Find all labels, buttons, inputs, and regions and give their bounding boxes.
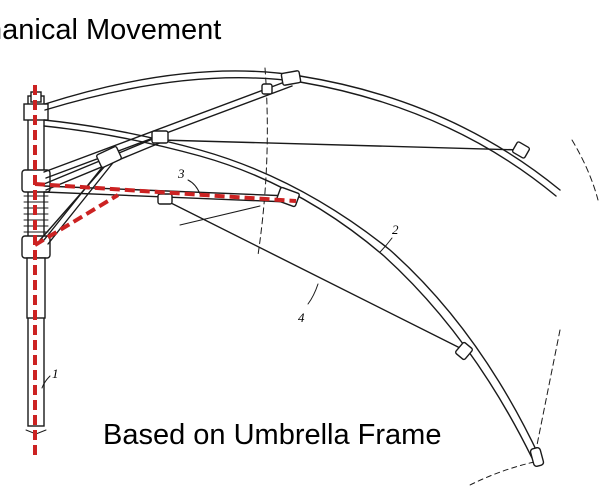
- support-strut: [39, 157, 113, 241]
- support-strut: [164, 199, 465, 351]
- central-pole: [21, 91, 51, 435]
- highlight-stretcher: [34, 182, 297, 203]
- main-rib: [44, 70, 561, 191]
- main-rib: [43, 119, 541, 459]
- label-support: 4: [298, 310, 305, 325]
- rib-joint: [96, 70, 545, 468]
- label-leader: [187, 179, 201, 195]
- main-rib: [43, 125, 533, 459]
- label-leader: [379, 237, 393, 253]
- canopy-outline: [571, 139, 599, 201]
- highlight-strut: [33, 193, 120, 247]
- main-rib: [44, 77, 557, 197]
- lower-stretcher: [47, 158, 117, 245]
- support-strut: [179, 205, 261, 226]
- page-title: hanical Movement: [0, 14, 222, 46]
- upper-stretcher: [45, 85, 293, 179]
- canopy-outline: [533, 329, 561, 461]
- label-rib: 2: [392, 222, 399, 237]
- label-pole: 1: [52, 366, 59, 381]
- label-leader: [307, 283, 319, 305]
- cross-tie: [159, 139, 523, 151]
- canopy-outline: [469, 461, 535, 486]
- label-leader: [41, 375, 51, 389]
- upper-stretcher: [43, 79, 291, 173]
- caption: Based on Umbrella Frame: [103, 419, 442, 451]
- label-stretcher: 3: [177, 166, 185, 181]
